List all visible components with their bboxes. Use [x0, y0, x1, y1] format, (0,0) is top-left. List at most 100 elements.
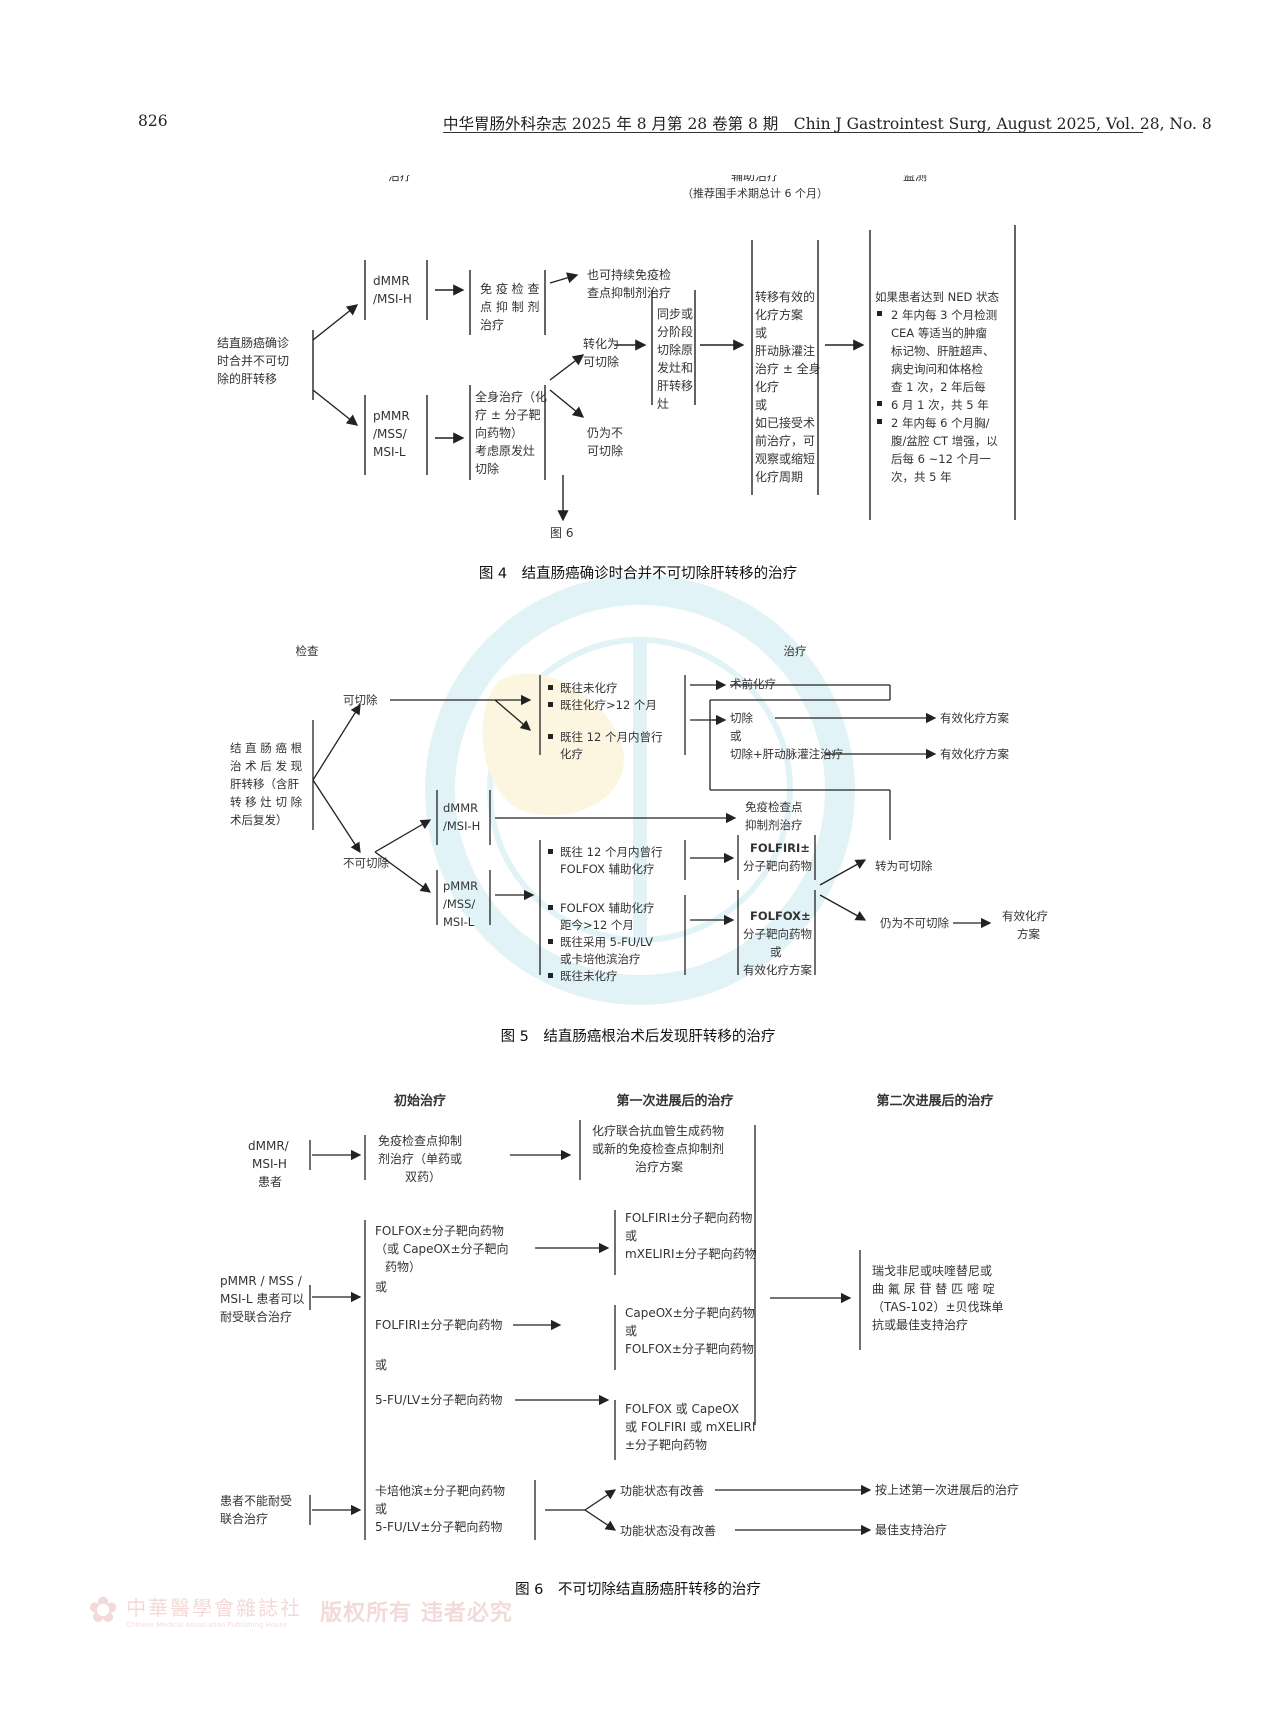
- f4-continue-ici: 也可持续免疫检: [587, 267, 671, 282]
- f4-resect: 同步或: [657, 307, 693, 321]
- f4-continue-ici: 查点抑制剂治疗: [587, 285, 671, 300]
- f6-after-ici: 化疗联合抗血管生成药物: [592, 1123, 724, 1138]
- f5-folfox: 分子靶向药物: [743, 927, 812, 941]
- f4-see-fig6: 图 6: [550, 526, 573, 540]
- f6-col-initial: 初始治疗: [394, 1093, 446, 1109]
- f5-ici: 免疫检查点: [745, 800, 803, 814]
- f4-adjuvant: 或: [755, 398, 767, 412]
- f5-pmmr: /MSS/: [443, 897, 475, 911]
- f6-col-second: 第二次进展后的治疗: [876, 1093, 993, 1109]
- f5-effective3: 方案: [1017, 927, 1040, 941]
- f5-resectable: 可切除: [343, 693, 378, 707]
- f5-folfox: 或: [770, 945, 782, 959]
- f5-to-resectable: 转为可切除: [875, 859, 933, 873]
- f5-col-exam: 检查: [296, 644, 319, 658]
- f6-second: （TAS-102）±贝伐珠单: [872, 1300, 1004, 1314]
- f6-folfox: FOLFOX±分子靶向药物: [375, 1223, 504, 1238]
- f5-unresectable: 不可切除: [343, 856, 389, 870]
- f4-still-unres: 仍为不: [587, 426, 623, 440]
- f4-monitor: 2 年内每 6 个月胸/: [891, 416, 990, 430]
- f5-dmmr: /MSI-H: [443, 819, 480, 833]
- f5-ici: 抑制剂治疗: [745, 818, 803, 832]
- f4-adjuvant: 治疗 ± 全身: [755, 361, 821, 376]
- figure-6-caption: 图 6 不可切除结直肠癌肝转移的治疗: [515, 1582, 761, 1598]
- f4-resect: 发灶和: [657, 360, 693, 375]
- f4-ici: 免 疫 检 查: [480, 281, 539, 296]
- f5-root: 结 直 肠 癌 根: [230, 741, 303, 755]
- f5-effective2: 有效化疗方案: [940, 747, 1009, 761]
- f4-bullet: [877, 311, 882, 316]
- f5-pmmr: pMMR: [443, 879, 478, 893]
- f4-adjuvant: 或: [755, 326, 767, 340]
- f6-dmmr: dMMR/: [248, 1139, 290, 1153]
- f4-monitor: 病史询问和体格检: [891, 362, 983, 376]
- f4-systemic: 切除: [475, 461, 499, 476]
- f6-cape: 卡培他滨±分子靶向药物: [375, 1483, 505, 1498]
- f4-adjuvant: 肝动脉灌注: [755, 343, 815, 358]
- f4-systemic: 全身治疗（化: [475, 389, 547, 404]
- f4-col-adjuvant-note: （推荐围手术期总计 6 个月）: [682, 186, 828, 200]
- f4-col-monitor: 监测: [903, 175, 927, 183]
- f4-dmmr: /MSI-H: [373, 292, 412, 306]
- publisher-name: 中華醫學會雜誌社: [126, 1596, 303, 1620]
- figure-4-caption: 图 4 结直肠癌确诊时合并不可切除肝转移的治疗: [478, 566, 798, 582]
- f5-still-unres: 仍为不可切除: [880, 916, 949, 930]
- f5-bullet: [548, 939, 553, 944]
- f4-root-line: 结直肠癌确诊: [217, 335, 289, 350]
- f6-after-fu: FOLFOX 或 CapeOX: [625, 1402, 739, 1416]
- f4-monitor: 2 年内每 3 个月检测: [891, 308, 997, 322]
- f6-not-improved: 功能状态没有改善: [620, 1523, 716, 1538]
- f5-root: 肝转移（含肝: [230, 777, 299, 791]
- f5-r-chemo-12: 既往 12 个月内曾行: [560, 730, 662, 744]
- f5-u-list: 既往采用 5-FU/LV: [560, 935, 653, 949]
- f5-dmmr: dMMR: [443, 801, 478, 815]
- f6-cape: 或: [375, 1502, 387, 1516]
- f6-folfox: （或 CapeOX±分子靶向: [375, 1241, 509, 1256]
- f5-u-list: 既往未化疗: [560, 969, 618, 983]
- f6-second: 抗或最佳支持治疗: [872, 1317, 968, 1332]
- f5-r-chemo-gt12: 既往化疗>12 个月: [560, 698, 657, 712]
- f6-after-folfiri: FOLFOX±分子靶向药物: [625, 1341, 754, 1356]
- f4-systemic: 考虑原发灶: [475, 443, 535, 458]
- f6-after-ici: 治疗方案: [635, 1159, 683, 1174]
- f4-root-line: 时合并不可切: [217, 353, 289, 368]
- f4-dmmr: dMMR: [373, 274, 410, 288]
- f6-folfiri: FOLFIRI±分子靶向药物: [375, 1317, 502, 1332]
- f5-pmmr: MSI-L: [443, 915, 475, 929]
- f5-root: 转 移 灶 切 除: [230, 795, 303, 809]
- f4-ici: 治疗: [480, 318, 504, 332]
- f4-convert: 可切除: [583, 354, 619, 369]
- f4-monitor: 如果患者达到 NED 状态: [875, 290, 1000, 304]
- f4-resect: 切除原: [657, 342, 693, 357]
- f4-systemic: 向药物）: [475, 425, 523, 440]
- f5-folfiri: 分子靶向药物: [743, 859, 812, 873]
- figure-5-flowchart: 检查 治疗 结 直 肠 癌 根 治 术 后 发 现 肝转移（含肝 转 移 灶 切…: [230, 644, 1048, 983]
- f6-dmmr: MSI-H: [252, 1157, 287, 1171]
- f4-adjuvant: 前治疗，可: [755, 433, 815, 448]
- f6-col-first: 第一次进展后的治疗: [616, 1093, 733, 1109]
- f5-u-list: FOLFOX 辅助化疗: [560, 901, 655, 915]
- f6-or1: 或: [375, 1280, 387, 1294]
- f6-intolerant: 联合治疗: [220, 1511, 268, 1526]
- publisher-watermark: ✿ 中華醫學會雜誌社 Chinese Medical Association P…: [88, 1590, 513, 1631]
- f4-pmmr: pMMR: [373, 409, 410, 423]
- f5-col-treatment: 治疗: [784, 644, 807, 658]
- f5-u-list: 距今>12 个月: [560, 918, 634, 932]
- f4-resect: 灶: [657, 397, 669, 411]
- f4-monitor: 后每 6 ~12 个月一: [891, 452, 992, 466]
- f5-effective3: 有效化疗: [1002, 909, 1048, 923]
- f6-bsc: 最佳支持治疗: [875, 1522, 947, 1537]
- figure-5-caption: 图 5 结直肠癌根治术后发现肝转移的治疗: [500, 1029, 776, 1045]
- f6-after-fu: ±分子靶向药物: [625, 1437, 707, 1452]
- f4-ici: 点 抑 制 剂: [480, 299, 539, 314]
- f4-resect: 肝转移: [657, 378, 693, 393]
- f4-pmmr: MSI-L: [373, 445, 406, 459]
- flower-logo-icon: ✿: [88, 1590, 119, 1631]
- f5-r-chemo-12: 化疗: [560, 747, 583, 761]
- f5-u-folfox12: FOLFOX 辅助化疗: [560, 862, 655, 876]
- f5-resect-hai: 切除+肝动脉灌注治疗: [730, 747, 843, 761]
- f5-bullet: [548, 973, 553, 978]
- f5-root: 治 术 后 发 现: [230, 759, 302, 773]
- f4-systemic: 疗 ± 分子靶: [475, 408, 541, 422]
- f6-after-folfox: FOLFIRI±分子靶向药物: [625, 1210, 752, 1225]
